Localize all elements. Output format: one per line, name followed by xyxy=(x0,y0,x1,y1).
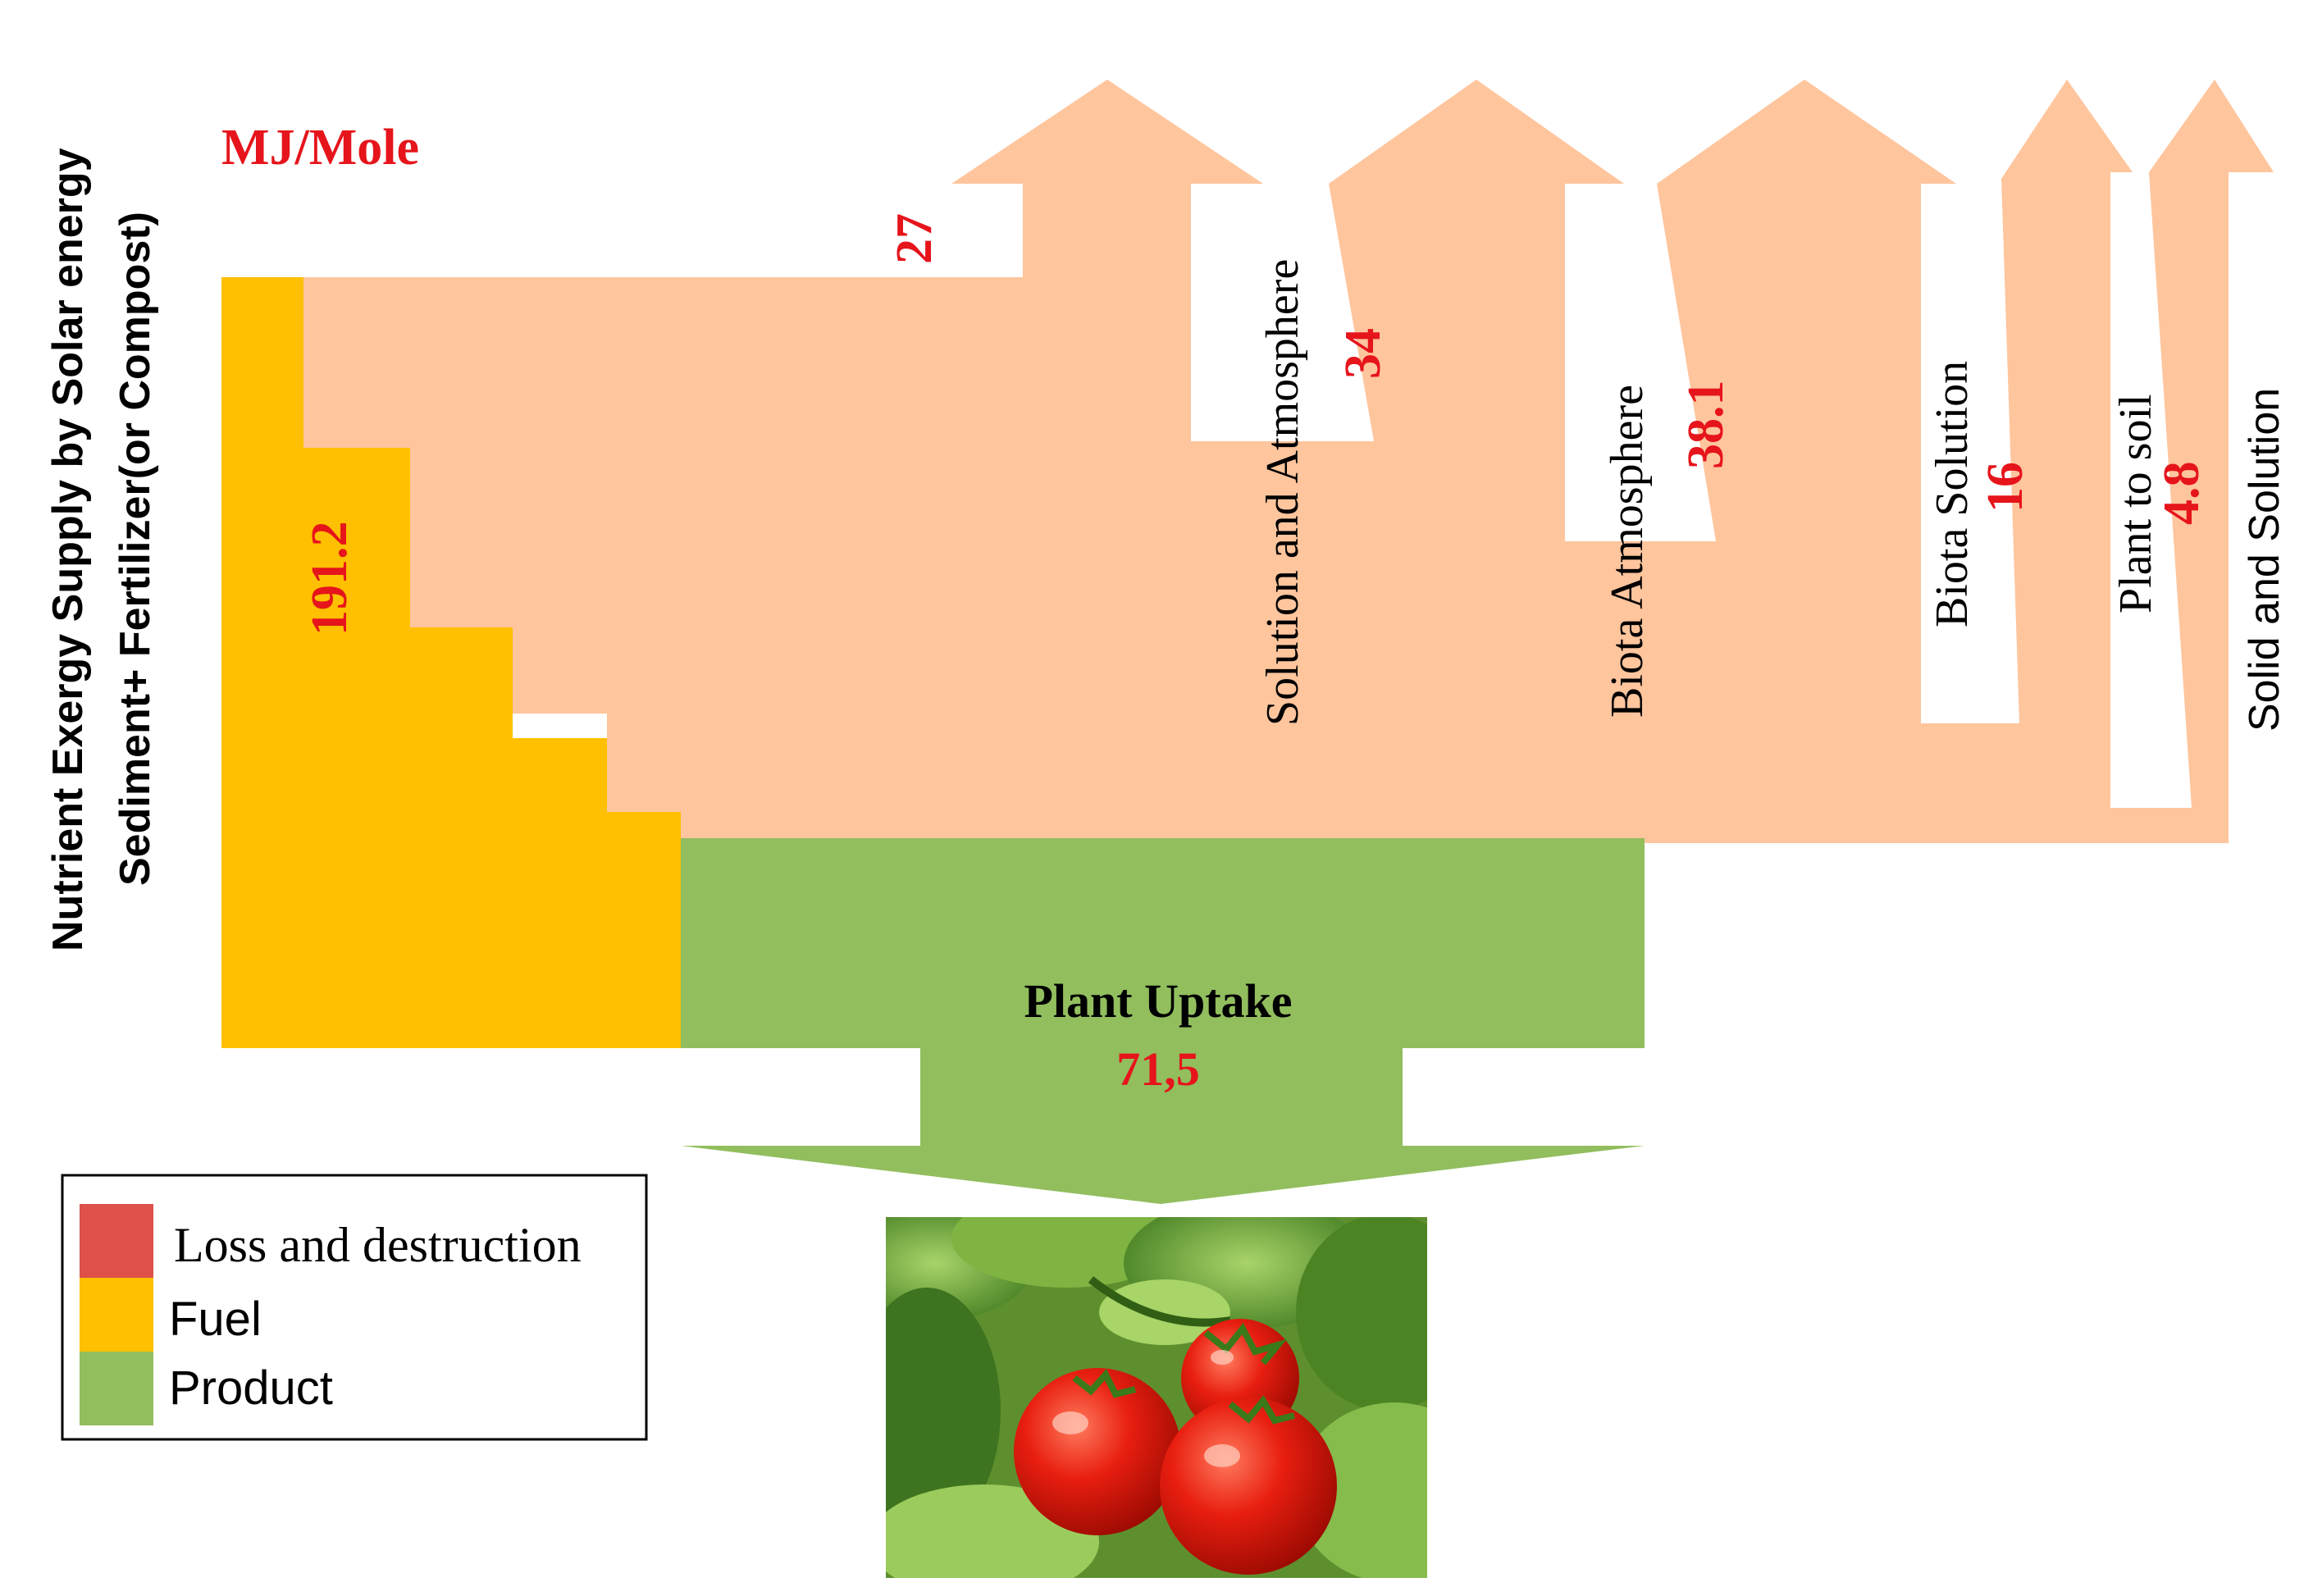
legend-frame xyxy=(61,1174,648,1441)
supply-label-line2: Sediment+ Fertilizer(or Compost) xyxy=(112,212,159,886)
product-arrow xyxy=(681,838,1645,1204)
unit-label: MJ/Mole xyxy=(221,120,419,176)
legend-label-fuel: Fuel xyxy=(169,1293,262,1346)
loss-flow-body xyxy=(303,80,2274,843)
product-value: 71,5 xyxy=(1116,1042,1200,1096)
fuel-block xyxy=(221,277,683,1048)
flow-value-3: 38.1 xyxy=(1678,381,1734,470)
flow-value-2: 34 xyxy=(1335,328,1391,379)
flow-label-3: Biota Atmosphere xyxy=(1602,385,1653,718)
product-label: Plant Uptake xyxy=(1024,974,1292,1028)
supply-label-line1: Nutrient Exergy Supply by Solar energy xyxy=(44,148,92,951)
flow-value-4: 16 xyxy=(1978,462,2033,513)
flow-value-5: 4.8 xyxy=(2154,462,2210,526)
flow-value-1: 27 xyxy=(887,213,942,264)
legend-label-loss: Loss and destruction xyxy=(174,1218,582,1272)
flow-label-4: Biota Solution xyxy=(1927,361,1978,627)
legend: Loss and destruction Fuel Product xyxy=(61,1174,648,1441)
legend-swatch-product xyxy=(80,1352,153,1425)
legend-swatch-fuel xyxy=(80,1278,153,1352)
flow-label-2: Solution and Atmosphere xyxy=(1257,259,1308,726)
tomato-photo xyxy=(886,1217,1427,1578)
flow-label-6: Solid and Solution xyxy=(2241,388,2288,732)
legend-swatch-loss xyxy=(80,1204,153,1278)
legend-label-product: Product xyxy=(169,1361,333,1415)
supply-value: 191.2 xyxy=(302,522,358,636)
flow-label-5: Plant to soil xyxy=(2110,394,2161,613)
